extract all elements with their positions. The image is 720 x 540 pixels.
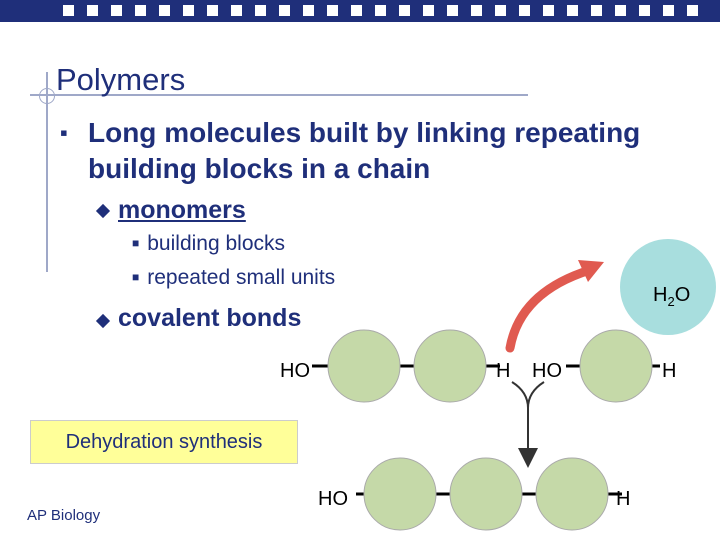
header-bar bbox=[0, 0, 720, 22]
main-bullet-text: Long molecules built by linking repeatin… bbox=[88, 117, 641, 184]
label-ho-top-left: HO bbox=[280, 360, 310, 382]
header-square bbox=[351, 5, 362, 16]
guide-horizontal-line bbox=[30, 94, 528, 96]
merge-curve bbox=[511, 381, 545, 409]
sub-sub-bullet: ■ repeated small units bbox=[132, 266, 335, 290]
slide-title: Polymers bbox=[56, 62, 186, 97]
red-arrow-head bbox=[578, 260, 604, 282]
header-square bbox=[159, 5, 170, 16]
header-square bbox=[135, 5, 146, 16]
crosshair-icon bbox=[39, 88, 55, 104]
water-label: H2O bbox=[653, 284, 690, 309]
header-square bbox=[471, 5, 482, 16]
header-square bbox=[111, 5, 122, 16]
header-square bbox=[207, 5, 218, 16]
header-square bbox=[327, 5, 338, 16]
header-square bbox=[567, 5, 578, 16]
header-square bbox=[543, 5, 554, 16]
footer-label: AP Biology bbox=[27, 507, 101, 524]
monomer-circle bbox=[327, 329, 401, 403]
header-square bbox=[615, 5, 626, 16]
header-square bbox=[63, 5, 74, 16]
monomer-circle bbox=[363, 457, 437, 531]
label-ho-top-middle: HO bbox=[532, 360, 562, 382]
header-square bbox=[519, 5, 530, 16]
dehydration-synthesis-label: Dehydration synthesis bbox=[30, 420, 298, 464]
square-bullet-icon: ■ bbox=[132, 236, 140, 250]
monomer-circle bbox=[449, 457, 523, 531]
header-square bbox=[231, 5, 242, 16]
header-square bbox=[255, 5, 266, 16]
red-curved-arrow bbox=[505, 265, 595, 353]
label-ho-bottom: HO bbox=[318, 488, 348, 510]
square-bullet-icon: ▪ bbox=[60, 120, 68, 145]
sub-bullet-covalent-bonds: covalent bonds bbox=[118, 304, 302, 332]
header-square bbox=[399, 5, 410, 16]
header-square bbox=[183, 5, 194, 16]
header-square bbox=[279, 5, 290, 16]
monomer-circle bbox=[579, 329, 653, 403]
water-molecule bbox=[620, 239, 716, 335]
header-square bbox=[687, 5, 698, 16]
monomer-circle bbox=[413, 329, 487, 403]
header-square bbox=[591, 5, 602, 16]
sub-sub-bullet: ■ building blocks bbox=[132, 232, 285, 256]
header-square bbox=[495, 5, 506, 16]
header-square bbox=[639, 5, 650, 16]
label-h-bottom: H bbox=[616, 488, 630, 510]
header-square bbox=[375, 5, 386, 16]
label-h-top-middle: H bbox=[496, 360, 510, 382]
header-square bbox=[303, 5, 314, 16]
header-square bbox=[447, 5, 458, 16]
header-square bbox=[663, 5, 674, 16]
header-square bbox=[87, 5, 98, 16]
sub-bullet-monomers: monomers bbox=[118, 196, 246, 224]
sub-sub-bullet-text: building blocks bbox=[147, 232, 286, 255]
guide-vertical-line bbox=[46, 72, 48, 272]
label-h-top-right: H bbox=[662, 360, 676, 382]
header-square bbox=[423, 5, 434, 16]
square-bullet-icon: ■ bbox=[132, 270, 140, 284]
sub-sub-bullet-text: repeated small units bbox=[147, 266, 336, 289]
monomer-circle bbox=[535, 457, 609, 531]
